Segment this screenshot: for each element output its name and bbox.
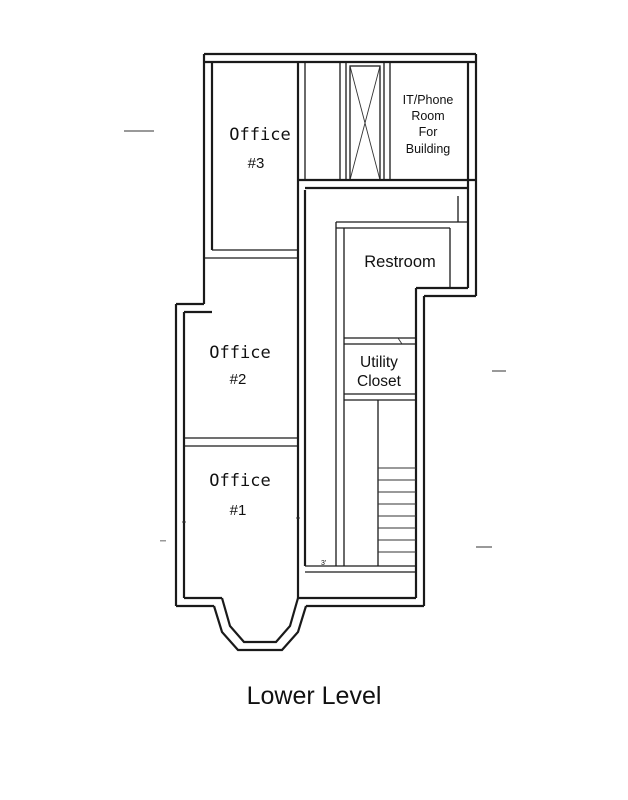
outer-walls bbox=[174, 52, 478, 652]
office-3-label: Office #3 bbox=[229, 125, 290, 172]
utility-closet-line-1: Utility bbox=[360, 354, 398, 371]
utility-closet-label: Utility Closet bbox=[357, 354, 402, 390]
it-room-label: IT/Phone Room For Building bbox=[403, 93, 454, 156]
office-1-title: Office bbox=[209, 471, 270, 491]
office-3-title: Office bbox=[229, 125, 290, 145]
restroom-label: Restroom bbox=[364, 253, 436, 271]
office-1-number: #1 bbox=[230, 502, 247, 519]
office-2-label: Office #2 bbox=[209, 343, 270, 388]
it-room-line-4: Building bbox=[406, 142, 451, 156]
scan-specks bbox=[124, 130, 506, 548]
it-room-line-3: For bbox=[419, 125, 438, 139]
office-2-number: #2 bbox=[230, 371, 247, 388]
staircase bbox=[378, 467, 416, 553]
level-caption: Lower Level bbox=[246, 682, 382, 710]
office-2-title: Office bbox=[209, 343, 270, 363]
it-room-line-2: Room bbox=[411, 109, 444, 123]
interior-walls bbox=[182, 62, 476, 598]
utility-closet-line-2: Closet bbox=[357, 373, 402, 390]
office-3-number: #3 bbox=[248, 155, 265, 172]
office-1-label: Office #1 bbox=[209, 471, 270, 519]
it-room-line-1: IT/Phone bbox=[403, 93, 454, 107]
dimension-note: 3' bbox=[321, 560, 326, 567]
